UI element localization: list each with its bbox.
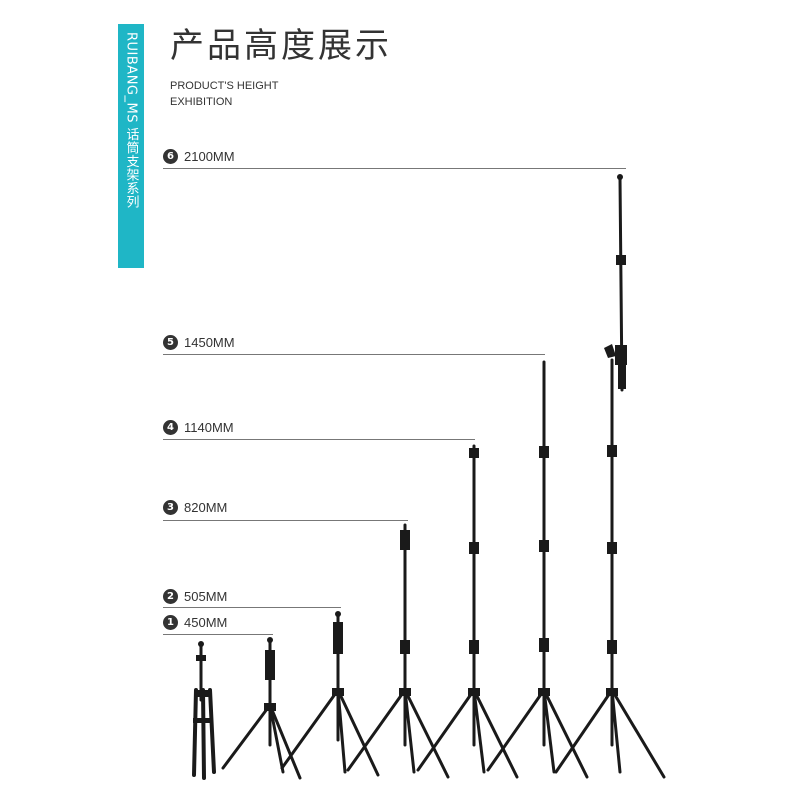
height-number-badge-1: 1 bbox=[163, 615, 178, 630]
height-label-4: 4 1140MM bbox=[163, 420, 234, 435]
tripod-stand-6 bbox=[486, 360, 589, 779]
height-value-6: 2100MM bbox=[184, 149, 235, 164]
series-tab-text: RUIBANG_MS 话筒支架系列 bbox=[123, 32, 139, 209]
height-number-badge-3: 3 bbox=[163, 500, 178, 515]
height-label-5: 5 1450MM bbox=[163, 335, 235, 350]
height-value-1: 450MM bbox=[184, 615, 228, 630]
height-label-2: 2 505MM bbox=[163, 589, 227, 604]
tripod-stand-2 bbox=[221, 637, 302, 780]
subtitle-line-1: PRODUCT'S HEIGHT bbox=[170, 80, 279, 92]
height-value-4: 1140MM bbox=[184, 420, 234, 435]
height-number-badge-5: 5 bbox=[163, 335, 178, 350]
height-label-1: 1 450MM bbox=[163, 615, 227, 630]
page-subtitle: PRODUCT'S HEIGHT EXHIBITION bbox=[170, 78, 370, 110]
page-title: 产品高度展示 bbox=[170, 26, 392, 66]
height-line-1 bbox=[163, 634, 273, 635]
height-label-3: 3 820MM bbox=[163, 500, 227, 515]
height-line-4 bbox=[163, 439, 475, 440]
height-number-badge-4: 4 bbox=[163, 420, 178, 435]
subtitle-line-2: EXHIBITION bbox=[170, 96, 233, 108]
height-line-5 bbox=[163, 354, 545, 355]
tripod-stand-3 bbox=[280, 611, 380, 777]
tripod-stand-4 bbox=[346, 523, 450, 779]
series-side-tab: RUIBANG_MS 话筒支架系列 bbox=[118, 24, 144, 268]
tripod-stand-5 bbox=[416, 444, 519, 779]
height-value-5: 1450MM bbox=[184, 335, 235, 350]
height-number-badge-2: 2 bbox=[163, 589, 178, 604]
height-value-2: 505MM bbox=[184, 589, 228, 604]
height-value-3: 820MM bbox=[184, 500, 228, 515]
height-line-2 bbox=[163, 607, 341, 608]
tripod-stand-1 bbox=[192, 641, 216, 780]
height-line-3 bbox=[163, 520, 408, 521]
height-number-badge-6: 6 bbox=[163, 149, 178, 164]
height-line-6 bbox=[163, 168, 626, 169]
height-label-6: 6 2100MM bbox=[163, 149, 235, 164]
tripod-stand-7-boom bbox=[554, 174, 666, 779]
